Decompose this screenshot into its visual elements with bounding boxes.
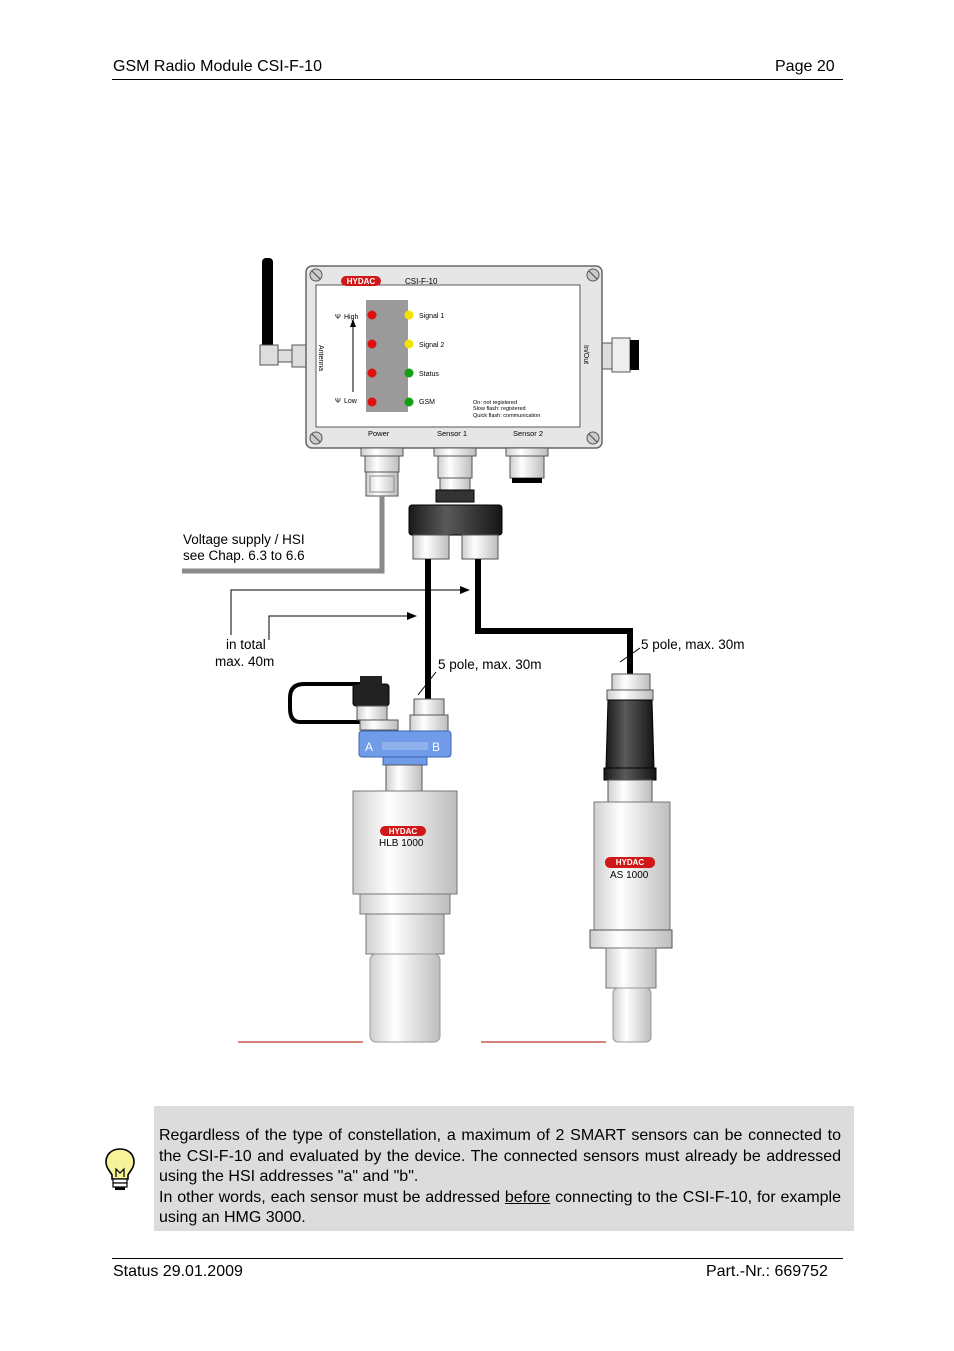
cable-a-label: 5 pole, max. 30m: [438, 657, 542, 672]
antenna-low-icon: Ψ: [335, 398, 341, 405]
sensor1-logo: [380, 826, 426, 836]
total-length-line2: max. 40m: [215, 654, 274, 669]
note-paragraph-2: In other words, each sensor must be addr…: [159, 1188, 842, 1227]
supply-label-line2: see Chap. 6.3 to 6.6: [183, 548, 305, 563]
cable-a-leader: [417, 671, 437, 696]
sensor1-model: HLB 1000: [379, 838, 424, 849]
hlb1000-sensor: [352, 764, 458, 1043]
sensor2-brand: HYDAC: [616, 858, 645, 867]
led-label-gsm: GSM: [419, 399, 435, 406]
power-cable: [182, 496, 385, 574]
as1000-sensor: [589, 673, 673, 1043]
sensor1-connector: [433, 447, 477, 503]
led-label-signal2: Signal 2: [419, 342, 444, 349]
footer-part-number: Part.-Nr.: 669752: [706, 1263, 828, 1280]
signal-strength-arrow: [350, 319, 356, 392]
led-label-signal1: Signal 1: [419, 313, 444, 320]
status-leds: [404, 310, 414, 407]
hydac-logo: [341, 276, 381, 286]
adapter-b-connector: [409, 698, 449, 732]
adapter-label-b: B: [432, 740, 440, 754]
footer-status: Status 29.01.2009: [113, 1263, 243, 1280]
total-length-line1: in total: [226, 637, 266, 652]
csi-f-10-housing: HYDAC CSI-F-10 Antenna In/Out Ψ High Ψ L…: [305, 265, 603, 449]
signal-high-label: High: [344, 314, 359, 321]
antenna: [259, 258, 307, 368]
inout-connector: [599, 337, 639, 373]
sensor1-brand: HYDAC: [389, 827, 418, 836]
sensor2-model: AS 1000: [610, 870, 649, 881]
total-length-bracket: [230, 586, 470, 640]
ab-adapter: [358, 730, 452, 766]
antenna-label: Antenna: [317, 345, 324, 371]
port-label-sensor1: Sensor 1: [437, 429, 467, 438]
header-rule: [112, 79, 843, 80]
device-model-label: CSI-F-10: [405, 277, 438, 286]
note-paragraph-1: Regardless of the type of constellation,…: [159, 1127, 841, 1185]
port-label-power: Power: [368, 429, 390, 438]
header-title: GSM Radio Module CSI-F-10: [113, 58, 322, 75]
footer-rule: [112, 1258, 843, 1259]
device-brand: HYDAC: [347, 277, 376, 286]
lightbulb-icon: [105, 1148, 135, 1190]
sensor2-logo: [605, 857, 655, 868]
note-text: Regardless of the type of constellation,…: [159, 1126, 841, 1229]
cable-b-label: 5 pole, max. 30m: [641, 637, 745, 652]
port-label-sensor2: Sensor 2: [513, 429, 543, 438]
supply-label-line1: Voltage supply / HSI: [183, 532, 305, 547]
legend-on: On: not registered: [473, 400, 517, 406]
adapter-label-a: A: [365, 740, 373, 754]
cable-b-leader: [619, 647, 641, 663]
sensor2-connector: [505, 447, 549, 483]
power-connector: [360, 447, 404, 497]
header-page-number: Page 20: [775, 58, 835, 75]
signal-low-label: Low: [344, 398, 358, 405]
inout-label: In/Out: [582, 345, 589, 364]
signal-leds: [367, 310, 377, 407]
note-underlined-word: before: [504, 1188, 551, 1206]
legend-quick-flash: Quick flash: communication: [473, 413, 540, 419]
y-splitter: [408, 504, 503, 560]
legend-slow-flash: Slow flash: registered: [473, 406, 526, 412]
note-box: [154, 1106, 854, 1231]
led-label-status: Status: [419, 371, 439, 378]
antenna-high-icon: Ψ: [335, 314, 341, 321]
protective-cap: [288, 676, 399, 731]
cable-sensor2: [475, 559, 633, 674]
